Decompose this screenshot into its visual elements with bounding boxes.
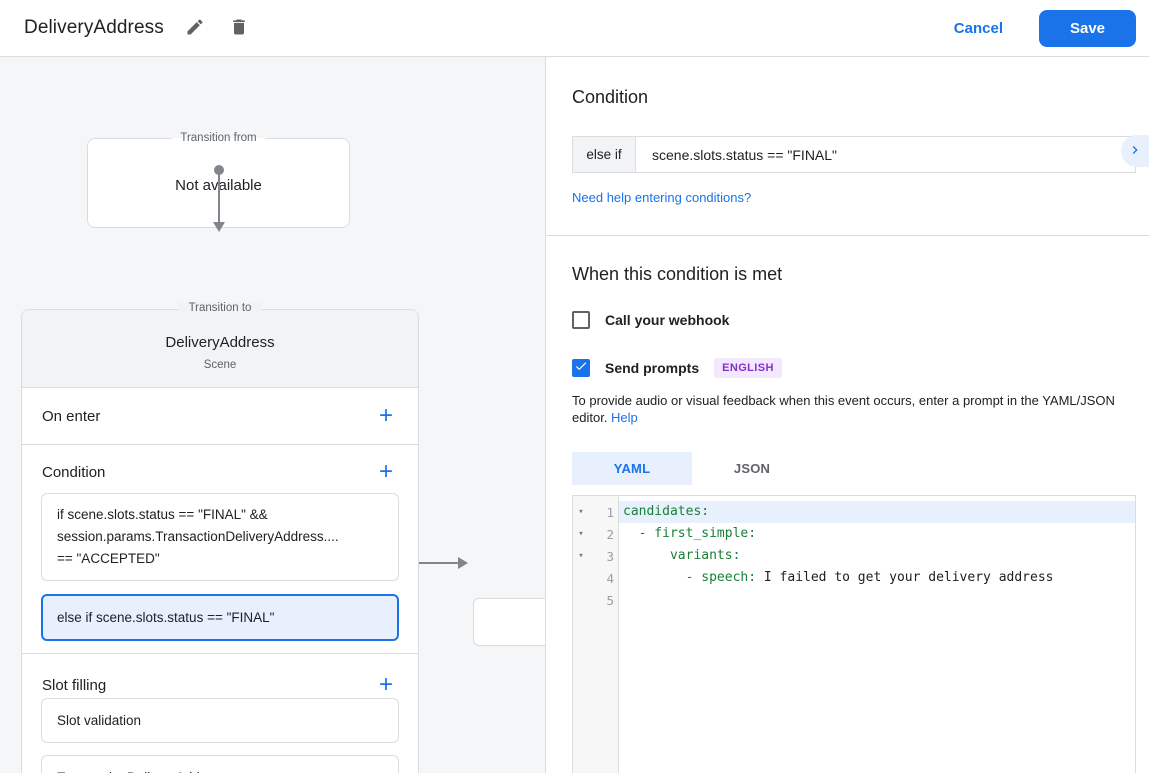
if-condition-card[interactable]: if scene.slots.status == "FINAL" && sess… [41, 493, 399, 581]
fold-arrow-icon[interactable]: ▾ [578, 507, 584, 517]
condition-prefix: else if [572, 136, 636, 173]
language-badge: ENGLISH [714, 358, 782, 378]
line-number: 5 [606, 592, 614, 608]
condition-section-label: Condition [42, 463, 106, 481]
save-button[interactable]: Save [1039, 9, 1136, 47]
fold-arrow-icon[interactable]: ▾ [578, 551, 584, 561]
yaml-editor[interactable]: ▾ 1 ▾ 2 ▾ 3 4 5 candidates: - first_simple: var… [572, 495, 1136, 773]
send-prompts-row: Send prompts ENGLISH [572, 358, 1136, 378]
add-slot-button[interactable]: + [374, 673, 398, 697]
prompts-help-link[interactable]: Help [611, 410, 638, 425]
top-bar: DeliveryAddress Cancel Save [0, 0, 1149, 57]
code-line[interactable]: variants: [623, 548, 741, 563]
scene-card: Transition to DeliveryAddress Scene On e… [21, 302, 419, 773]
condition-input-group: else if [572, 136, 1136, 173]
delete-scene-button[interactable] [226, 15, 252, 41]
line-number: 3 [606, 548, 614, 564]
transition-to-label: Transition to [178, 302, 262, 314]
code-line[interactable]: candidates: [619, 501, 1135, 523]
prompts-label: Send prompts [605, 360, 700, 376]
transition-from-value: Not available [175, 177, 262, 194]
prompts-description-text: To provide audio or visual feedback when… [572, 393, 1115, 425]
tab-json[interactable]: JSON [733, 461, 771, 476]
when-met-title: When this condition is met [572, 264, 783, 284]
code-line[interactable]: - first_simple: [623, 526, 757, 541]
slot-transaction-card[interactable]: TransactionDeliveryAddress [41, 755, 399, 773]
line-number: 2 [606, 526, 614, 542]
else-if-condition-card[interactable]: else if scene.slots.status == "FINAL" [41, 594, 399, 641]
condition-detail-panel: Condition else if Need help entering con… [546, 57, 1149, 773]
condition-help-link[interactable]: Need help entering conditions? [572, 190, 752, 205]
on-enter-label: On enter [42, 407, 101, 425]
webhook-checkbox[interactable] [572, 311, 590, 329]
code-line[interactable] [619, 589, 1135, 611]
panel-title: Condition [572, 87, 649, 107]
if-condition-line: session.params.TransactionDeliveryAddres… [57, 529, 339, 544]
slot-filling-label: Slot filling [42, 676, 107, 694]
if-condition-line: == "ACCEPTED" [57, 551, 160, 566]
chevron-right-icon [1127, 142, 1143, 161]
editor-gutter: ▾ 1 ▾ 2 ▾ 3 4 5 [573, 496, 619, 773]
scene-canvas[interactable]: Transition from Not available Transition… [0, 57, 546, 773]
scene-card-header: DeliveryAddress Scene [22, 310, 418, 387]
transition-target-box[interactable] [473, 598, 545, 646]
condition-section: Condition + if scene.slots.status == "FI… [22, 444, 418, 653]
webhook-label: Call your webhook [605, 312, 730, 328]
scene-type: Scene [203, 359, 237, 371]
line-number: 1 [606, 504, 614, 520]
line-number: 4 [606, 570, 614, 586]
checkmark-icon [574, 359, 588, 378]
slot-filling-section: Slot filling + Slot validation Transacti… [22, 653, 418, 773]
add-on-enter-button[interactable]: + [374, 404, 398, 428]
panel-divider [546, 235, 1149, 236]
add-condition-button[interactable]: + [374, 460, 398, 484]
scene-name: DeliveryAddress [165, 334, 275, 351]
webhook-row: Call your webhook [572, 311, 1136, 329]
on-enter-section: On enter + [22, 387, 418, 444]
condition-expression-input[interactable] [635, 136, 1136, 173]
pencil-icon [185, 17, 205, 40]
if-condition-line: if scene.slots.status == "FINAL" && [57, 507, 268, 522]
slot-validation-card[interactable]: Slot validation [41, 698, 399, 743]
cancel-button[interactable]: Cancel [953, 19, 1003, 37]
page-title: DeliveryAddress [24, 17, 164, 38]
prompts-checkbox[interactable] [572, 359, 590, 377]
fold-arrow-icon[interactable]: ▾ [578, 529, 584, 539]
prompts-description: To provide audio or visual feedback when… [572, 392, 1130, 426]
transition-from-label: Transition from [180, 132, 257, 144]
tab-yaml[interactable]: YAML [572, 452, 692, 485]
editor-code[interactable]: candidates: - first_simple: variants: - … [619, 496, 1135, 773]
collapse-panel-button[interactable] [1121, 135, 1149, 167]
trash-icon [229, 17, 249, 40]
code-line[interactable]: - speech: I failed to get your delivery … [623, 570, 1054, 585]
transition-from-box: Transition from Not available [87, 132, 350, 228]
edit-title-button[interactable] [182, 15, 208, 41]
editor-tabs: YAML JSON [572, 452, 1136, 485]
